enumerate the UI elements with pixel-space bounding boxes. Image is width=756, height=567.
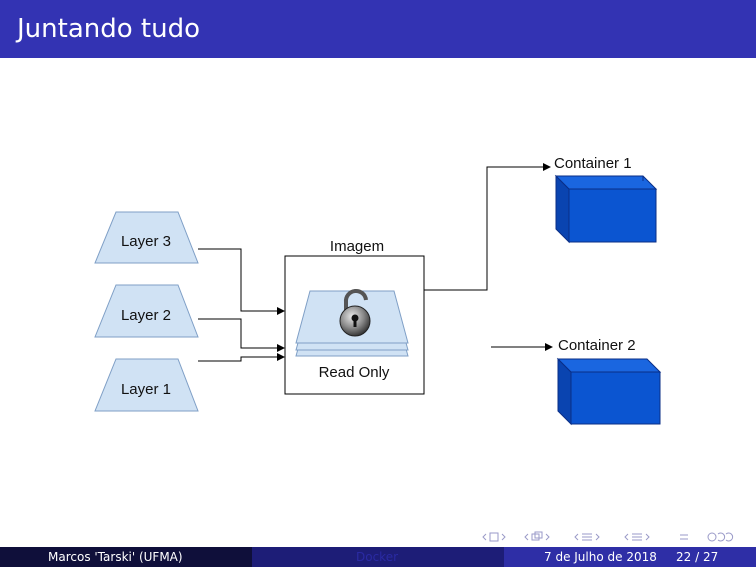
nav-align-icon[interactable] [680,534,688,540]
footer-title-segment: Docker [252,547,504,567]
footer-date: 7 de Julho de 2018 [544,550,657,564]
nav-subsection-icon[interactable] [524,531,550,541]
navigation-symbols[interactable] [482,530,754,544]
image-caption: Read Only [319,364,390,381]
footer-page-number: 22 / 27 [676,550,719,564]
title-bar: Juntando tudo [0,0,756,58]
footer-author-segment: Marcos 'Tarski' (UFMA) [0,547,252,567]
nav-search-icon[interactable] [707,532,734,542]
layer-2-shape: Layer 2 [94,284,199,338]
container-2-label: Container 2 [558,337,636,354]
container-1: Container 1 [554,155,658,244]
image-box: Imagem Read Only [284,238,425,395]
footer-author: Marcos 'Tarski' (UFMA) [48,550,183,564]
footer-short-title: Docker [356,550,399,564]
layer-3-label: Layer 3 [121,233,171,250]
layer-3-shape: Layer 3 [94,211,199,264]
footer-bar: Marcos 'Tarski' (UFMA) Docker 7 de Julho… [0,547,756,567]
layer-1-shape: Layer 1 [94,358,199,412]
layer-2-label: Layer 2 [121,307,171,324]
container-connectors [424,163,553,351]
nav-frame-icon[interactable] [482,532,506,542]
padlock-icon [339,289,371,337]
layer-connectors [198,248,285,362]
nav-document-icon[interactable] [624,533,650,541]
container-1-label: Container 1 [554,155,632,172]
slide-title: Juntando tudo [17,14,200,44]
layer-1-label: Layer 1 [121,381,171,398]
footer-date-segment: 7 de Julho de 2018 22 / 27 [504,547,756,567]
nav-section-icon[interactable] [574,533,600,541]
image-label: Imagem [330,238,384,255]
container-2: Container 2 [556,337,662,426]
